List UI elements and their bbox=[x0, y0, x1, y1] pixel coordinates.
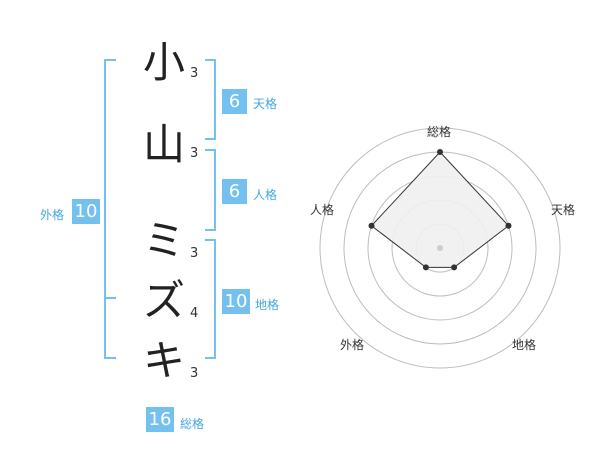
chikaku-label: 地格 bbox=[255, 298, 280, 312]
radar-point-1 bbox=[437, 149, 443, 155]
soukaku-label: 総格 bbox=[180, 417, 205, 431]
gaikaku-bracket bbox=[104, 59, 116, 359]
radar-shape bbox=[370, 151, 510, 268]
radar-axis-label-gaikaku: 外格 bbox=[340, 338, 365, 352]
jinkaku-label: 人格 bbox=[253, 188, 278, 202]
gaikaku-label: 外格 bbox=[40, 208, 65, 222]
chikaku-bracket bbox=[205, 239, 216, 359]
radar-ring-5 bbox=[319, 127, 561, 369]
radar-axis-label-soukaku: 総格 bbox=[427, 125, 452, 139]
jinkaku-value: 6 bbox=[222, 179, 247, 204]
radar-axis-label-tenkaku: 天格 bbox=[551, 203, 576, 217]
name-char-2: 山 bbox=[143, 120, 186, 169]
stroke-count-5: 3 bbox=[190, 366, 199, 381]
tenkaku-bracket bbox=[205, 59, 216, 140]
gaikaku-value: 10 bbox=[72, 199, 100, 224]
name-char-4: ズ bbox=[143, 276, 186, 325]
radar-axis-label-chikaku: 地格 bbox=[512, 338, 537, 352]
radar-point-2 bbox=[505, 222, 512, 229]
jinkaku-bracket bbox=[205, 149, 216, 231]
stroke-count-3: 3 bbox=[190, 246, 199, 261]
radar-point-3 bbox=[451, 264, 458, 271]
name-char-5: キ bbox=[143, 336, 186, 385]
soukaku-value: 16 bbox=[146, 407, 174, 432]
tenkaku-value: 6 bbox=[222, 89, 247, 114]
tenkaku-label: 天格 bbox=[253, 97, 278, 111]
radar-center-dot bbox=[437, 245, 443, 251]
stroke-count-1: 3 bbox=[190, 66, 199, 81]
radar-point-4 bbox=[422, 264, 429, 271]
radar-axis-label-jinkaku: 人格 bbox=[310, 203, 335, 217]
chikaku-value: 10 bbox=[222, 289, 250, 314]
radar-point-5 bbox=[368, 222, 375, 229]
stroke-count-2: 3 bbox=[190, 146, 199, 161]
name-char-1: 小 bbox=[143, 38, 186, 87]
stroke-count-4: 4 bbox=[190, 306, 199, 321]
name-char-3: ミ bbox=[143, 216, 186, 265]
